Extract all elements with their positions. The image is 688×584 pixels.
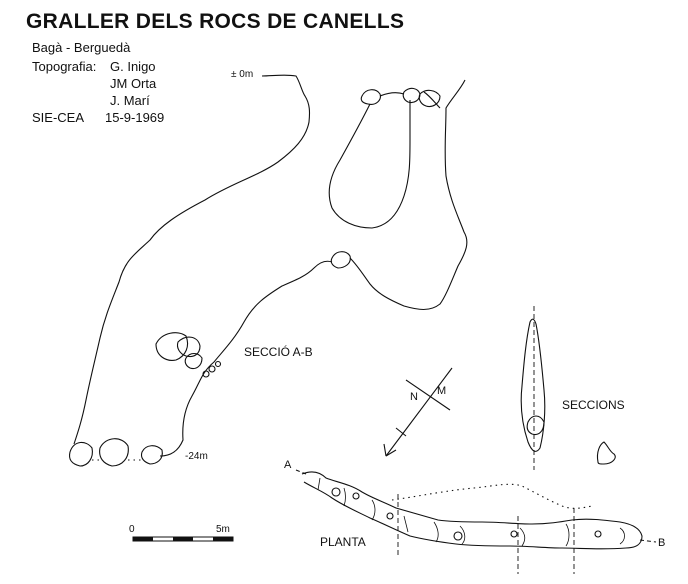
credits-name-2: JM Orta [110,76,157,91]
plan-point-a: A [284,459,292,471]
boulder [68,441,93,467]
pebble [594,530,602,538]
boulder [402,87,421,104]
pebble [352,492,360,500]
plan-lower-wall [303,481,627,550]
section-profile [520,318,546,452]
plan-dotted-trail [391,483,593,509]
credits-date: 15-9-1969 [105,110,165,125]
scale-bar [132,536,234,542]
pebble [208,365,216,373]
profile-floor-wall [159,260,333,457]
boulder [99,438,129,467]
pebble [386,512,394,520]
scale-start-label: 0 [129,524,135,535]
profile-right-wall [349,79,468,311]
plan-inner-detail [317,477,625,547]
boulder [418,89,441,108]
pebble [331,487,341,497]
location-label: Bagà - Berguedà [32,40,131,55]
scale-end-label: 5m [216,524,230,535]
depth-label-top: ± 0m [231,69,253,80]
credits-org: SIE-CEA [32,110,85,125]
boulder [526,415,545,436]
profile-left-wall [73,74,311,445]
small-section [596,441,616,465]
cross-sections [520,306,616,470]
credits-name-1: G. Inigo [110,59,156,74]
profile-inner-chamber [328,100,411,229]
profile-section-label: SECCIÓ A-B [244,344,313,359]
pebble [510,530,518,538]
pebble [214,360,222,368]
pebble [453,531,463,541]
depth-label-bottom: -24m [185,451,208,462]
credits-label: Topografia: [32,59,97,74]
sections-label: SECCIONS [562,398,625,412]
pebble [202,370,210,378]
north-arrow [383,367,453,457]
plan-view [295,469,657,574]
boulder [184,352,203,370]
boulder [155,332,189,361]
survey-title: GRALLER DELS ROCS DE CANELLS [26,10,405,33]
boulder [176,336,201,358]
boulder [140,445,163,465]
boulder [360,89,381,105]
compass-n-label: N [410,391,418,403]
plan-point-b: B [658,537,665,549]
plan-upper-wall [301,471,643,549]
plan-label: PLANTA [320,535,366,549]
profile-section [68,72,468,467]
compass-m-label: M [437,385,446,397]
boulder [330,251,351,269]
credits-name-3: J. Marí [110,93,150,108]
profile-chimney-top [379,91,441,109]
